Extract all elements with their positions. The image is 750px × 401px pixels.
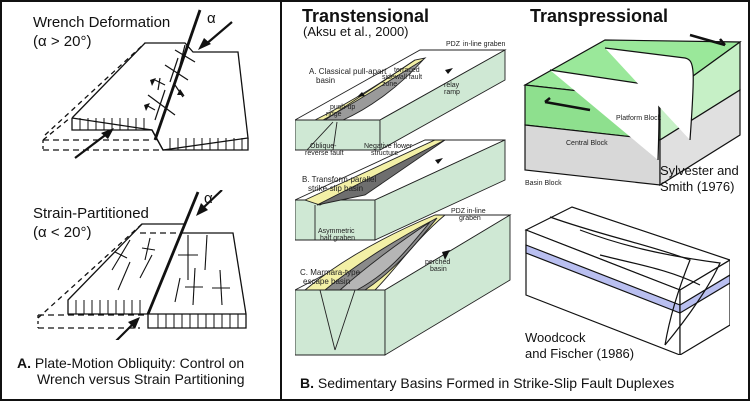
label-platform-block: Platform Block: [616, 115, 662, 122]
label-b-title-1: B. Transform-parallel: [302, 175, 377, 184]
strain-partitioned-diagram: [37, 190, 247, 340]
label-pdz: PDZ: [446, 41, 460, 48]
wrench-title: Wrench Deformation: [33, 14, 171, 31]
label-c-title-1: C. Marmara-type: [300, 268, 361, 277]
label-inline-graben: in-line graben: [463, 41, 506, 48]
label-perched-1: perched: [425, 259, 451, 266]
pull-apart-basin-block: [295, 49, 507, 151]
label-terraced-3: zone: [382, 81, 398, 88]
label-pdz-2: PDZ in-line: [451, 208, 486, 215]
label-c-title-2: escape basin: [303, 277, 351, 286]
transform-parallel-basin-block: [295, 139, 506, 241]
marmara-escape-basin-block: [295, 214, 512, 356]
wrench-alpha: α: [207, 10, 216, 27]
label-pushup-1: push-up: [330, 104, 356, 111]
label-asym-2: half graben: [320, 235, 356, 242]
sylvester-smith-diagram: [523, 33, 742, 187]
woodcock-ref-line2: and Fischer (1986): [525, 346, 635, 361]
panel-a-caption-line1: Plate-Motion Obliquity: Control on: [34, 355, 245, 371]
transtensional-title: Transtensional: [302, 6, 430, 26]
wrench-condition: (α > 20°): [33, 33, 92, 50]
label-perched-2: basin: [430, 266, 447, 273]
label-oblique-1: Oblique-: [310, 143, 337, 150]
label-a-title-2: basin: [316, 76, 336, 85]
panel-divider: [280, 0, 282, 401]
label-terraced-1: terraced: [394, 67, 420, 74]
strain-condition: (α < 20°): [33, 224, 92, 241]
label-relay-1: relay: [444, 82, 460, 89]
strain-alpha: α: [204, 190, 213, 207]
label-oblique-2: reverse fault: [305, 150, 344, 157]
transtensional-block-diagrams: [295, 49, 512, 356]
panel-a-caption-line2: Wrench versus Strain Partitioning: [37, 371, 245, 387]
label-central-block: Central Block: [566, 140, 608, 147]
sylvester-ref-line2: Smith (1976): [660, 179, 735, 194]
woodcock-fischer-diagram: [524, 206, 730, 355]
label-relay-2: ramp: [444, 89, 460, 96]
panel-b-letter: B.: [300, 375, 314, 391]
label-asym-1: Asymmetric: [318, 228, 355, 235]
label-pushup-2: ridge: [326, 111, 342, 118]
label-terraced-2: sidewall fault: [382, 74, 423, 81]
panel-b-caption: B. Sedimentary Basins Formed in Strike-S…: [300, 375, 674, 391]
panel-a-caption: A. Plate-Motion Obliquity: Control on: [17, 355, 244, 371]
panel-a-letter: A.: [17, 355, 31, 371]
strain-title: Strain-Partitioned: [33, 205, 149, 222]
label-pdz-2b: graben: [459, 215, 481, 222]
label-negative-2: structure: [371, 150, 399, 157]
label-a-title-1: A. Classical pull-apart: [309, 67, 387, 76]
sylvester-ref-line1: Sylvester and: [660, 163, 739, 178]
panel-b-caption-text: Sedimentary Basins Formed in Strike-Slip…: [317, 375, 675, 391]
transpressional-title: Transpressional: [530, 6, 669, 26]
woodcock-ref-line1: Woodcock: [525, 330, 586, 345]
transtensional-reference: (Aksu et al., 2000): [303, 24, 409, 39]
wrench-deformation-diagram: [42, 9, 249, 159]
label-basin-block: Basin Block: [525, 180, 562, 187]
label-b-title-2: strike-slip basin: [308, 184, 364, 193]
label-negative-1: Negative flower: [364, 143, 413, 150]
